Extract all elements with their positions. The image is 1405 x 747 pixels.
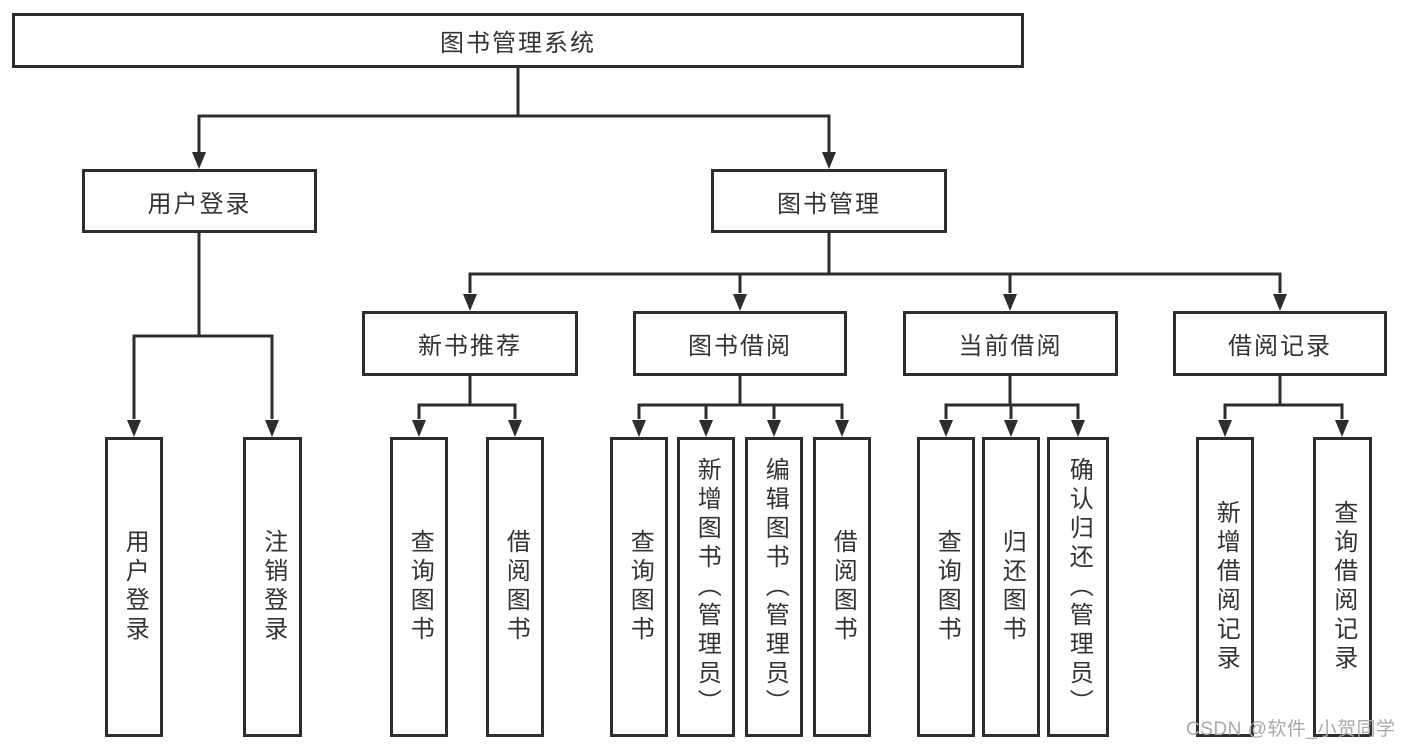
arrow-down-icon	[632, 420, 646, 437]
connector-root-split	[197, 114, 831, 152]
node-leaf-query-books: 查询图书	[390, 437, 448, 737]
arrow-down-icon	[1004, 420, 1018, 437]
arrowheads	[127, 152, 1349, 437]
node-label: 新增借阅记录	[1212, 500, 1240, 674]
node-leaf-confirm-return-admin: 确认归还（管理员）	[1047, 437, 1109, 737]
arrow-down-icon	[733, 294, 747, 311]
node-label: 编辑图书（管理员）	[761, 456, 789, 718]
arrow-down-icon	[1003, 294, 1017, 311]
connector-login-split	[132, 334, 274, 419]
connector-g0-split	[417, 403, 517, 419]
connector-g1-split	[637, 403, 844, 419]
node-label: 查询图书	[933, 529, 961, 645]
arrow-down-icon	[699, 420, 713, 437]
arrow-down-icon	[767, 420, 781, 437]
node-label: 查询图书	[626, 529, 654, 645]
arrow-down-icon	[1218, 420, 1232, 437]
csdn-watermark: CSDN @软件_小贺同学	[1186, 719, 1396, 740]
node-current-borrow: 当前借阅	[903, 311, 1118, 376]
node-borrow-records: 借阅记录	[1173, 311, 1387, 376]
node-leaf-user-login: 用户登录	[105, 437, 163, 737]
arrow-down-icon	[939, 420, 953, 437]
node-book-management-branch: 图书管理	[711, 169, 947, 233]
arrow-down-icon	[265, 420, 279, 437]
node-user-login-branch: 用户登录	[82, 169, 317, 233]
node-label: 新书推荐	[418, 333, 522, 360]
arrow-down-icon	[508, 420, 522, 437]
node-label: 用户登录	[147, 190, 252, 218]
node-leaf-query-borrow-record: 查询借阅记录	[1313, 437, 1372, 737]
arrow-down-icon	[463, 294, 477, 311]
connector-mgmt-split	[468, 272, 1282, 293]
arrow-down-icon	[1071, 420, 1085, 437]
arrow-down-icon	[1335, 420, 1349, 437]
arrow-down-icon	[192, 152, 206, 169]
node-label: 注销登录	[259, 529, 287, 645]
arrow-down-icon	[835, 420, 849, 437]
node-label: 查询借阅记录	[1329, 500, 1357, 674]
node-leaf-borrow-books: 借阅图书	[813, 437, 871, 737]
node-label: 归还图书	[998, 529, 1026, 645]
node-leaf-add-borrow-record: 新增借阅记录	[1196, 437, 1254, 737]
connector-g3-split	[1223, 403, 1344, 419]
node-leaf-borrow-books: 借阅图书	[486, 437, 544, 737]
node-label: 借阅图书	[502, 529, 530, 645]
node-new-book-recommend: 新书推荐	[362, 311, 578, 376]
node-label: 查询图书	[406, 529, 434, 645]
arrow-down-icon	[822, 152, 836, 169]
node-book-borrow: 图书借阅	[633, 311, 847, 376]
node-leaf-add-books-admin: 新增图书（管理员）	[677, 437, 735, 737]
node-label: 用户登录	[121, 529, 149, 645]
connector-lines	[132, 68, 1344, 419]
node-label: 当前借阅	[958, 333, 1063, 360]
node-leaf-query-books: 查询图书	[610, 437, 668, 737]
node-label: 借阅记录	[1228, 333, 1332, 360]
node-root-system: 图书管理系统	[12, 13, 1024, 68]
node-label: 新增图书（管理员）	[693, 456, 721, 718]
node-leaf-edit-books-admin: 编辑图书（管理员）	[745, 437, 803, 737]
arrow-down-icon	[1273, 294, 1287, 311]
node-label: 图书管理系统	[440, 30, 596, 57]
node-leaf-return-books: 归还图书	[982, 437, 1040, 737]
node-label: 图书借阅	[688, 333, 792, 360]
node-leaf-logout: 注销登录	[243, 437, 302, 737]
node-label: 确认归还（管理员）	[1065, 456, 1093, 718]
node-label: 图书管理	[777, 190, 881, 218]
node-label: 借阅图书	[829, 529, 857, 645]
arrow-down-icon	[127, 420, 141, 437]
arrow-down-icon	[412, 420, 426, 437]
node-leaf-query-books: 查询图书	[917, 437, 975, 737]
